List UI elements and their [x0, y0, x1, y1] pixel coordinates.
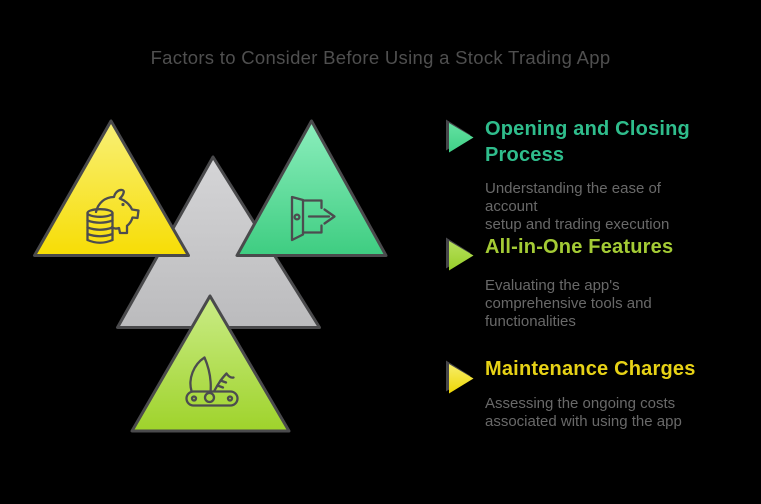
maintenance-charges-triangle — [33, 119, 190, 257]
exit-door-icon — [290, 195, 336, 242]
page-title: Factors to Consider Before Using a Stock… — [150, 47, 611, 68]
section-description: Understanding the ease of account setup … — [485, 180, 670, 233]
section-heading: All-in-One Features — [485, 236, 674, 258]
green-right-arrow-icon — [446, 119, 474, 153]
section-description: Assessing the ongoing costs associated w… — [485, 395, 682, 430]
piggy-bank-icon — [86, 188, 140, 244]
section-heading: Opening and Closing Process — [485, 118, 690, 166]
opening-closing-triangle — [235, 119, 388, 257]
section-opening-closing: Opening and Closing Process Understandin… — [446, 116, 708, 234]
swiss-knife-icon — [185, 356, 239, 407]
section-heading: Maintenance Charges — [485, 358, 696, 380]
section-description: Evaluating the app's comprehensive tools… — [485, 277, 652, 330]
section-all-in-one: All-in-One Features Evaluating the app's… — [446, 234, 708, 331]
section-maintenance-charges: Maintenance Charges Assessing the ongoin… — [446, 356, 708, 431]
yellow-right-arrow-icon — [446, 360, 474, 394]
lime-right-arrow-icon — [446, 237, 474, 271]
all-in-one-triangle — [130, 294, 291, 433]
